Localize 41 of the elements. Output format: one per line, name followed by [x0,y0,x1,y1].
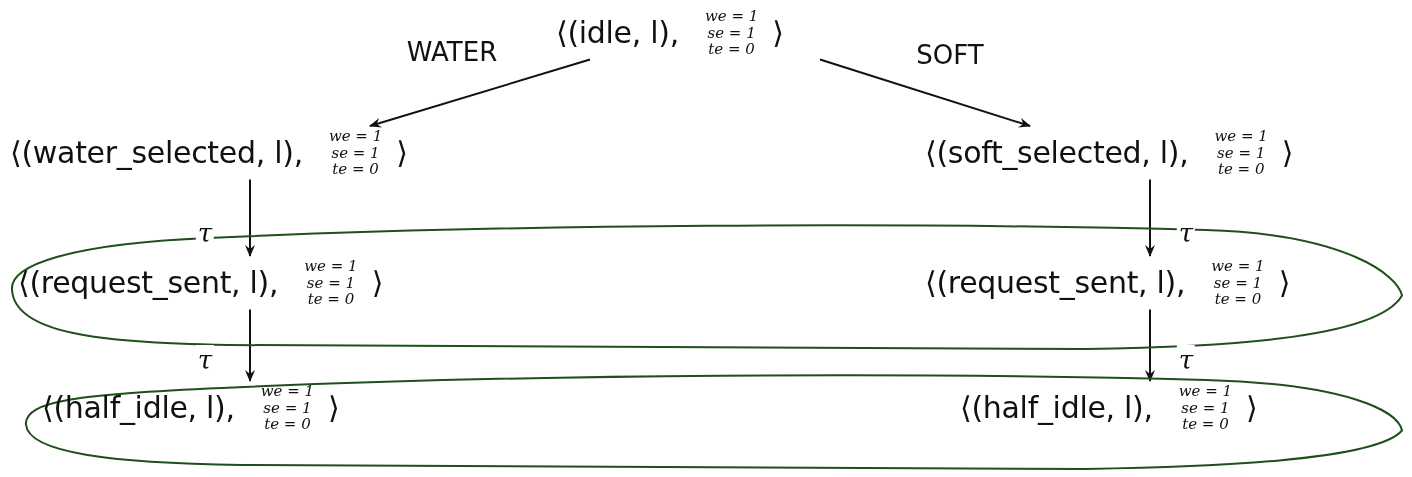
arrow [1145,308,1155,382]
angle-bracket: ⟩ [396,134,408,171]
angle-bracket: ⟩ [1278,264,1291,301]
variable-assignment: se = 1 [1181,399,1230,416]
variable-assignment: we = 1 [260,383,315,400]
arrow [245,308,255,382]
angle-bracket: ⟩ [772,14,785,51]
variable-assignment: se = 1 [1217,144,1266,161]
state-tuple: ⟨(request_sent, l), [18,264,279,301]
variable-assignment: te = 0 [1182,416,1229,433]
variable-assignment: we = 1 [304,258,358,275]
variable-assignment: we = 1 [1211,258,1265,275]
variable-assignment: te = 0 [264,416,311,433]
state-tuple: ⟨(half_idle, l), [42,389,235,426]
variable-assignment: se = 1 [331,144,380,161]
variable-assignment: we = 1 [1214,128,1268,145]
state-tuple: ⟨(soft_selected, l), [925,134,1189,171]
variable-assignment: we = 1 [1178,383,1233,400]
arrow [1145,178,1155,257]
variable-assignment: se = 1 [306,274,356,291]
variable-assignment: te = 0 [332,161,379,178]
arrow [245,178,255,257]
state-tuple: ⟨(half_idle, l), [960,389,1153,426]
variable-assignment: te = 0 [708,41,755,58]
variable-assignment: te = 0 [1214,291,1262,308]
angle-bracket: ⟩ [371,264,384,301]
variable-assignment: we = 1 [704,8,759,25]
state-tuple: ⟨(request_sent, l), [925,264,1186,301]
arrow [819,58,1031,128]
angle-bracket: ⟩ [328,389,340,426]
variable-assignment: se = 1 [1213,274,1263,291]
variable-assignment: te = 0 [307,291,355,308]
variable-assignment: te = 0 [1217,161,1265,178]
variable-assignment: se = 1 [263,399,312,416]
variable-assignment: we = 1 [328,128,383,145]
arrow [369,58,591,128]
variable-assignment: se = 1 [707,24,756,41]
state-tuple: ⟨(water_selected, l), [10,134,303,171]
angle-bracket: ⟩ [1281,134,1294,171]
angle-bracket: ⟩ [1246,389,1258,426]
state-tuple: ⟨(idle, l), [556,14,679,51]
